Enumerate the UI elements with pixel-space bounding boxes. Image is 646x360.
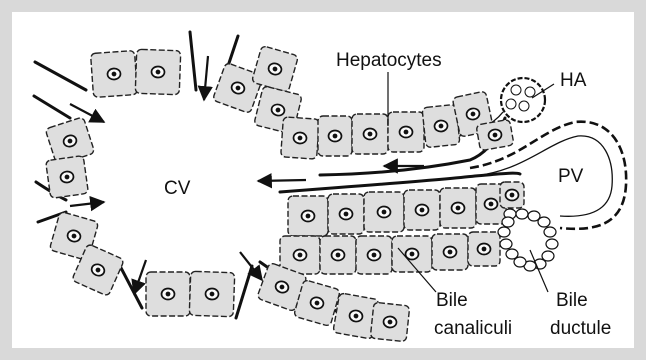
cv-wall-upper-left (35, 62, 86, 90)
hepatocyte-cell (364, 192, 404, 232)
hepatic-artery-cell (519, 101, 529, 111)
nucleolus (448, 250, 453, 255)
nucleolus (306, 214, 311, 219)
nucleolus (382, 210, 387, 215)
flow-arrow (134, 260, 146, 294)
ductule-cell (516, 209, 528, 219)
nucleolus (410, 252, 415, 257)
hepatocyte-cell (91, 51, 138, 98)
cv-wall-left-upper (34, 96, 70, 118)
nucleolus (372, 253, 377, 258)
hepatocyte-cell (440, 188, 476, 228)
nucleolus (166, 292, 171, 297)
hepatocyte-cell (328, 194, 364, 234)
cv-wall-bottom-1 (120, 266, 142, 308)
hepatocyte-cell (500, 182, 524, 208)
label-bile-ductule-1: Bile (556, 290, 588, 311)
flow-arrow (204, 56, 208, 100)
nucleolus (456, 206, 461, 211)
hepatocyte-cell (356, 236, 392, 274)
hepatocyte-cell (388, 112, 424, 152)
ductule-cell (498, 227, 510, 237)
bile-ductule (498, 209, 558, 271)
nucleolus (333, 134, 338, 139)
label-bile-canaliculi-2: canaliculi (434, 318, 512, 339)
hepatocyte-cell (320, 236, 356, 274)
nucleolus (420, 208, 425, 213)
flow-arrow (240, 252, 262, 280)
label-bile-canaliculi-1: Bile (436, 290, 468, 311)
flow-arrow (70, 202, 104, 206)
hepatocyte-cell (476, 119, 514, 151)
label-cv: CV (164, 178, 191, 199)
hepatocyte-cell (288, 196, 328, 236)
label-hepatocytes: Hepatocytes (336, 50, 442, 71)
nucleolus (404, 130, 409, 135)
cv-wall-top-1 (190, 32, 196, 90)
hepatocyte-cell (281, 117, 320, 159)
hepatic-artery-cell (511, 85, 521, 95)
hepatic-artery-cell (506, 99, 516, 109)
hepatocyte-cell (370, 302, 410, 342)
ductule-cell (502, 217, 514, 227)
hepatocyte-cell (135, 49, 181, 95)
hepatocyte-cell (189, 271, 235, 317)
label-bile-ductule-2: ductule (550, 318, 611, 339)
hepatocyte-cell (318, 116, 352, 156)
nucleolus (344, 212, 349, 217)
hepatocyte-cell (46, 156, 89, 199)
label-pv: PV (558, 166, 584, 187)
hepatocyte-cell (352, 114, 388, 154)
nucleolus (336, 253, 341, 258)
flow-arrow (258, 180, 306, 181)
nucleolus (489, 202, 494, 207)
hepatocyte-cell (432, 234, 468, 270)
label-ha: HA (560, 70, 587, 91)
nucleolus (510, 193, 515, 198)
ductule-cell (538, 217, 550, 227)
ductule-cell (500, 239, 512, 249)
hepatic-artery-cell (525, 87, 535, 97)
hepatocyte-cell (146, 272, 190, 316)
cv-wall-bottom-2 (236, 266, 252, 318)
hepatocyte-cell (404, 190, 440, 230)
ductule-cell (506, 249, 518, 259)
ductule-cell (546, 239, 558, 249)
ductule-cell (544, 227, 556, 237)
hepatocyte-cell (468, 232, 500, 266)
nucleolus (368, 132, 373, 137)
hepatocyte-cell (392, 236, 432, 272)
nucleolus (298, 253, 303, 258)
nucleolus (482, 247, 487, 252)
